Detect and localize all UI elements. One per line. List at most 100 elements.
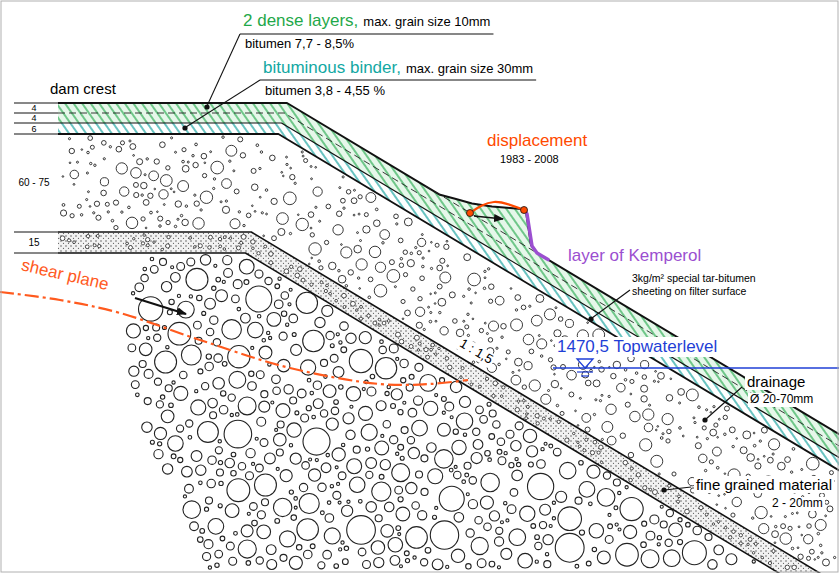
gravel-stone	[660, 437, 663, 440]
gravel-stone	[338, 269, 341, 272]
rockfill-stone	[197, 537, 203, 543]
gravel-stone	[718, 418, 720, 420]
rockfill-stone	[200, 255, 210, 265]
gravel-stone	[403, 273, 407, 277]
gravel-stone	[93, 212, 95, 214]
rockfill-stone	[251, 462, 254, 465]
rockfill-stone	[497, 566, 500, 569]
rockfill-stone	[398, 533, 401, 536]
gravel-stone	[411, 287, 415, 291]
gravel-stone	[121, 211, 123, 213]
fine-grain	[772, 549, 775, 552]
rockfill-stone	[324, 528, 340, 544]
gravel-stone	[402, 318, 404, 320]
gravel-stone	[640, 439, 652, 451]
rockfill-stone	[398, 497, 403, 502]
gravel-stone	[713, 406, 715, 408]
rockfill-stone	[208, 398, 218, 408]
rockfill-stone	[296, 545, 301, 550]
gravel-stone	[759, 440, 761, 442]
rockfill-stone	[480, 416, 488, 424]
rockfill-stone	[238, 463, 245, 470]
rockfill-stone	[288, 303, 291, 306]
gravel-stone	[551, 380, 558, 387]
gravel-stone	[145, 227, 147, 229]
rockfill-stone	[294, 497, 298, 501]
gravel-stone	[807, 524, 811, 528]
rockfill-stone	[442, 411, 445, 414]
fine-grain	[359, 317, 362, 320]
rockfill-stone	[407, 437, 414, 444]
rockfill-stone	[408, 447, 419, 458]
fine-grain	[460, 376, 463, 379]
gravel-stone	[343, 207, 345, 209]
rockfill-stone	[376, 401, 386, 411]
gravel-stone	[246, 213, 251, 218]
gravel-stone	[158, 216, 163, 221]
gravel-stone	[829, 471, 833, 475]
gravel-stone	[548, 389, 550, 391]
rockfill-stone	[390, 556, 400, 566]
fine-grain	[85, 245, 89, 249]
gravel-stone	[308, 212, 314, 218]
rockfill-stone	[185, 484, 194, 493]
rockfill-stone	[131, 381, 139, 389]
dimension-tick	[14, 253, 58, 254]
gravel-stone	[732, 497, 741, 506]
gravel-stone	[801, 468, 803, 470]
rockfill-stone	[510, 489, 518, 497]
gravel-stone	[387, 270, 400, 283]
layer-label: layer of Kemperol	[568, 246, 701, 266]
gravel-stone	[710, 412, 712, 414]
gravel-stone	[565, 319, 573, 327]
rockfill-stone	[222, 362, 227, 367]
rockfill-stone	[463, 433, 466, 436]
rockfill-stone	[160, 395, 164, 399]
gravel-stone	[601, 394, 603, 396]
rockfill-stone	[139, 343, 152, 356]
displacement-arrow	[474, 216, 503, 219]
gravel-stone	[437, 265, 443, 271]
gravel-stone	[544, 309, 555, 320]
gravel-stone	[400, 257, 403, 260]
rockfill-stone	[677, 539, 682, 544]
gravel-stone	[171, 137, 173, 139]
gravel-stone	[747, 454, 755, 462]
gravel-stone	[430, 311, 432, 313]
rockfill-stone	[299, 493, 319, 513]
gravel-stone	[324, 240, 328, 244]
gravel-stone	[717, 436, 719, 438]
rockfill-stone	[686, 522, 691, 527]
gravel-stone	[157, 211, 159, 213]
gravel-stone	[270, 155, 276, 161]
gravel-stone	[444, 244, 449, 249]
rockfill-stone	[222, 320, 242, 340]
gravel-stone	[359, 288, 361, 290]
rockfill-stone	[409, 374, 414, 379]
fine-grain	[93, 244, 96, 247]
rockfill-stone	[497, 449, 502, 454]
gravel-stone	[396, 223, 398, 225]
gravel-stone	[791, 547, 794, 550]
gravel-stone	[420, 276, 425, 281]
rockfill-stone	[466, 493, 469, 496]
gravel-stone	[318, 260, 321, 263]
rockfill-stone	[358, 406, 372, 420]
rockfill-stone	[646, 531, 655, 540]
fine-grain	[677, 500, 680, 503]
gravel-stone	[505, 358, 507, 360]
rockfill-stone	[553, 448, 561, 456]
rockfill-stone	[257, 417, 266, 426]
label-underline	[240, 33, 493, 34]
rockfill-stone	[321, 463, 331, 473]
gravel-stone	[353, 214, 355, 216]
rockfill-stone	[435, 394, 438, 397]
rockfill-stone	[271, 401, 274, 404]
rockfill-stone	[226, 542, 234, 550]
dimension-ticks	[14, 103, 58, 253]
bitumen-note: bitumen 3,8 - 4,55 %	[265, 84, 385, 99]
rockfill-stone	[334, 564, 339, 569]
fine-grain	[517, 400, 519, 402]
gravel-stone	[447, 265, 449, 267]
fine-grain	[768, 561, 771, 564]
